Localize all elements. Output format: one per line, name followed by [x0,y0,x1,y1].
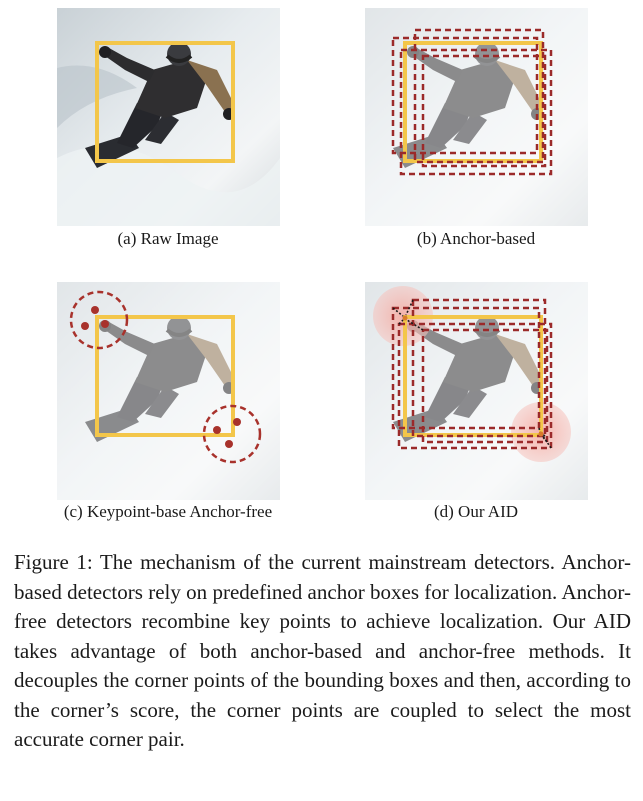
anchor-box [421,54,547,168]
anchor-box [421,328,549,444]
keypoint [91,306,99,314]
subfigure-a-raw-image [57,8,280,226]
caption-d: (d) Our AID [433,502,519,521]
bottom-right-keypoints [202,404,262,464]
subfigure-b-anchor-based [365,8,588,226]
keypoint [81,322,89,330]
top-left-keypoints [69,290,129,350]
subfigure-c-keypoint-anchor-free [57,282,280,500]
subfigure-d-our-aid [365,282,588,500]
anchor-boxes [391,28,553,176]
ground-truth-box [95,41,235,163]
ground-truth-box [95,315,235,437]
anchor-box [397,322,553,450]
anchor-box [411,298,547,438]
anchor-box [399,48,553,176]
anchor-boxes [391,298,553,450]
keypoint [101,320,109,328]
corner-coupling-arrows [392,299,552,449]
caption-a: (a) Raw Image [117,229,219,248]
anchor-box [391,306,541,430]
caption-b: (b) Anchor-based [416,229,536,248]
keypoint [225,440,233,448]
figure-caption: Figure 1: The mechanism of the current m… [14,550,631,751]
keypoint [213,426,221,434]
anchor-box [413,28,545,164]
anchor-box [391,36,539,155]
caption-c: (c) Keypoint-base Anchor-free [63,502,273,521]
keypoint [233,418,241,426]
